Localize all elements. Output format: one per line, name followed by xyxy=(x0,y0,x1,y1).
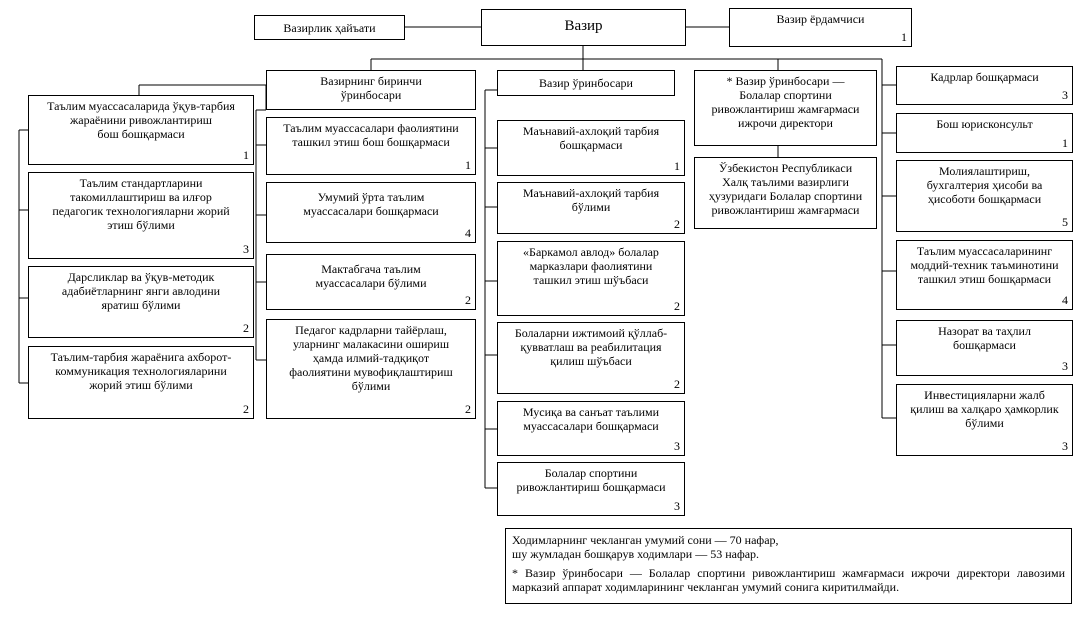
sport-fund-box: Ўзбекистон Республикаси Халқ таълими ваз… xyxy=(694,157,877,229)
unit-label: Маънавий-ахлоқий тарбия бошқармаси xyxy=(522,124,660,152)
deputy-unit-box: Болалар спортини ривожлантириш бошқармас… xyxy=(497,462,685,516)
staff-count: 3 xyxy=(1062,439,1068,453)
staff-note-box: Ходимларнинг чекланган умумий сони — 70 … xyxy=(505,528,1072,604)
unit-label: Педагог кадрларни тайёрлаш, уларнинг мал… xyxy=(289,323,453,393)
staff-count: 2 xyxy=(465,293,471,307)
unit-label: Молиялаштириш, бухгалтерия ҳисоби ва ҳис… xyxy=(926,164,1043,206)
minister-box: Вазир xyxy=(481,9,686,46)
first-deputy-unit-box: Мактабгача таълим муассасалари бўлими 2 xyxy=(266,254,476,310)
assistant-box: Вазир ёрдамчиси 1 xyxy=(729,8,912,47)
staff-count: 4 xyxy=(1062,293,1068,307)
unit-label: Мусиқа ва санъат таълими муассасалари бо… xyxy=(522,405,660,433)
staff-count: 3 xyxy=(243,242,249,256)
unit-label: Болалар спортини ривожлантириш бошқармас… xyxy=(516,466,666,494)
sport-deputy-title: * Вазир ўринбосари — Болалар спортини ри… xyxy=(711,74,860,130)
staff-count: 1 xyxy=(901,30,907,44)
deputy-box: Вазир ўринбосари xyxy=(497,70,675,96)
right-unit-box: Кадрлар бошқармаси 3 xyxy=(896,66,1073,105)
staff-count: 1 xyxy=(1062,136,1068,150)
staff-count: 2 xyxy=(674,299,680,313)
staff-count: 3 xyxy=(1062,88,1068,102)
first-deputy-title: Вазирнинг биринчи ўринбосари xyxy=(320,74,422,102)
staff-count: 1 xyxy=(674,159,680,173)
deputy-unit-box: Болаларни ижтимоий қўллаб- қувватлаш ва … xyxy=(497,322,685,394)
staff-count: 2 xyxy=(674,217,680,231)
unit-label: Мактабгача таълим муассасалари бўлими xyxy=(315,262,427,290)
staff-total-line: Ходимларнинг чекланган умумий сони — 70 … xyxy=(512,533,779,547)
board-label: Вазирлик ҳайъати xyxy=(283,21,376,35)
staff-count: 2 xyxy=(674,377,680,391)
assistant-label: Вазир ёрдамчиси xyxy=(776,12,865,26)
staff-count: 1 xyxy=(243,148,249,162)
staff-count: 1 xyxy=(465,158,471,172)
staff-count: 3 xyxy=(1062,359,1068,373)
deputy-unit-box: Мусиқа ва санъат таълими муассасалари бо… xyxy=(497,401,685,456)
first-deputy-unit-box: Таълим муассасалари фаолиятини ташкил эт… xyxy=(266,117,476,175)
unit-label: Таълим-тарбия жараёнига ахборот- коммуни… xyxy=(50,350,232,392)
staff-count: 2 xyxy=(243,402,249,416)
unit-label: Таълим муассасалари фаолиятини ташкил эт… xyxy=(283,121,459,149)
left-unit-box: Таълим-тарбия жараёнига ахборот- коммуни… xyxy=(28,346,254,419)
deputy-unit-box: «Баркамол авлод» болалар марказлари фаол… xyxy=(497,241,685,316)
sport-deputy-box: * Вазир ўринбосари — Болалар спортини ри… xyxy=(694,70,877,146)
staff-count: 3 xyxy=(674,499,680,513)
staff-management-line: шу жумладан бошқарув ходимлари — 53 нафа… xyxy=(512,547,760,561)
right-unit-box: Таълим муассасаларининг моддий-техник та… xyxy=(896,240,1073,310)
staff-count: 3 xyxy=(674,439,680,453)
minister-label: Вазир xyxy=(564,18,603,34)
left-unit-box: Таълим стандартларини такомиллаштириш ва… xyxy=(28,172,254,259)
unit-label: Болаларни ижтимоий қўллаб- қувватлаш ва … xyxy=(514,326,668,368)
unit-label: Маънавий-ахлоқий тарбия бўлими xyxy=(522,186,660,214)
deputy-unit-box: Маънавий-ахлоқий тарбия бўлими 2 xyxy=(497,182,685,234)
first-deputy-unit-box: Умумий ўрта таълим муассасалари бошқарма… xyxy=(266,182,476,243)
deputy-title: Вазир ўринбосари xyxy=(539,76,633,90)
right-unit-box: Инвестицияларни жалб қилиш ва халқаро ҳа… xyxy=(896,384,1073,456)
first-deputy-unit-box: Педагог кадрларни тайёрлаш, уларнинг мал… xyxy=(266,319,476,419)
left-unit-box: Дарсликлар ва ўқув-методик адабиётларнин… xyxy=(28,266,254,338)
board-box: Вазирлик ҳайъати xyxy=(254,15,405,40)
unit-label: Дарсликлар ва ўқув-методик адабиётларнин… xyxy=(61,270,221,312)
sport-fund-label: Ўзбекистон Республикаси Халқ таълими ваз… xyxy=(708,161,863,217)
first-deputy-box: Вазирнинг биринчи ўринбосари xyxy=(266,70,476,110)
staff-count: 2 xyxy=(243,321,249,335)
right-unit-box: Бош юрисконсульт 1 xyxy=(896,113,1073,153)
unit-label: Таълим муассасаларида ўқув-тарбия жараён… xyxy=(47,99,235,141)
unit-label: Инвестицияларни жалб қилиш ва халқаро ҳа… xyxy=(910,388,1059,430)
unit-label: Назорат ва таҳлил бошқармаси xyxy=(938,324,1031,352)
right-unit-box: Назорат ва таҳлил бошқармаси 3 xyxy=(896,320,1073,376)
left-unit-box: Таълим муассасаларида ўқув-тарбия жараён… xyxy=(28,95,254,165)
staff-count: 2 xyxy=(465,402,471,416)
footnote-text: * Вазир ўринбосари — Болалар спортини ри… xyxy=(512,566,1065,594)
unit-label: Таълим стандартларини такомиллаштириш ва… xyxy=(52,176,230,232)
unit-label: Умумий ўрта таълим муассасалари бошқарма… xyxy=(303,190,439,218)
deputy-unit-box: Маънавий-ахлоқий тарбия бошқармаси 1 xyxy=(497,120,685,176)
unit-label: Бош юрисконсульт xyxy=(936,117,1033,131)
unit-label: Таълим муассасаларининг моддий-техник та… xyxy=(910,244,1059,286)
right-unit-box: Молиялаштириш, бухгалтерия ҳисоби ва ҳис… xyxy=(896,160,1073,232)
staff-count: 4 xyxy=(465,226,471,240)
staff-count: 5 xyxy=(1062,215,1068,229)
unit-label: «Баркамол авлод» болалар марказлари фаол… xyxy=(523,245,659,287)
unit-label: Кадрлар бошқармаси xyxy=(930,70,1039,84)
